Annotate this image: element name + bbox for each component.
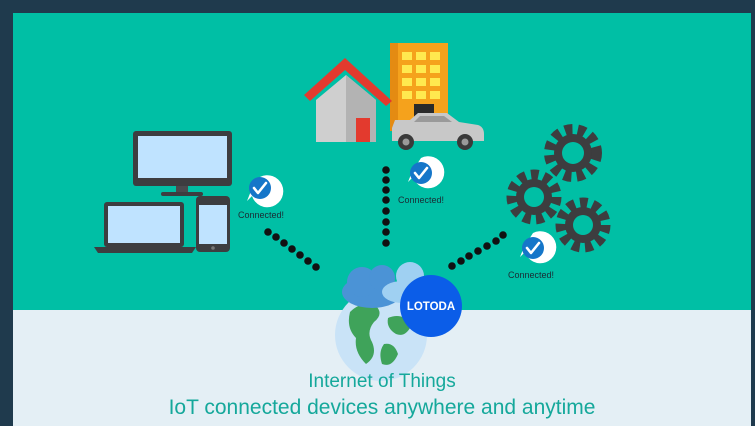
frame-left-edge xyxy=(0,0,13,426)
status-label-gears: Connected! xyxy=(508,270,555,280)
connector-right xyxy=(448,231,507,270)
home-building-car-icon xyxy=(304,43,484,150)
caption-title: Internet of Things xyxy=(308,371,456,392)
computer-devices-icon xyxy=(94,131,232,253)
status-label-home: Connected! xyxy=(398,195,445,205)
frame-top-edge xyxy=(0,0,755,13)
frame-right-edge xyxy=(751,0,755,426)
caption-subtitle: IoT connected devices anywhere and anyti… xyxy=(168,396,596,419)
check-badge-icon xyxy=(408,156,445,189)
check-badge-icon xyxy=(247,175,284,208)
brand-badge: LOTODA xyxy=(406,301,456,313)
status-label-computer: Connected! xyxy=(238,210,285,220)
connector-center xyxy=(382,166,390,247)
cloud-globe-icon xyxy=(335,262,462,381)
check-badge-icon xyxy=(520,231,557,264)
connector-left xyxy=(264,228,320,271)
gears-icon xyxy=(506,124,611,253)
